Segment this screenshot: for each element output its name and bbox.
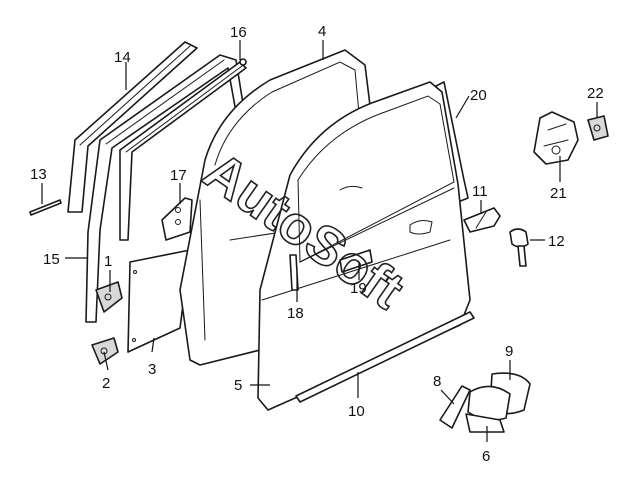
callout-22: 22	[587, 85, 604, 102]
callout-6: 6	[482, 448, 490, 465]
callout-10: 10	[348, 403, 365, 420]
part-11-outer-handle[interactable]	[463, 207, 501, 233]
callout-4: 4	[318, 23, 326, 40]
part-21-lock-actuator[interactable]	[533, 111, 579, 165]
callout-9: 9	[505, 343, 513, 360]
callout-2: 2	[102, 375, 110, 392]
callout-3: 3	[148, 361, 156, 378]
part-13-trim-strip[interactable]	[29, 199, 62, 216]
callout-16: 16	[230, 24, 247, 41]
callout-17: 17	[170, 167, 187, 184]
part-17-hinge-bracket[interactable]	[161, 197, 193, 241]
callout-15: 15	[43, 251, 60, 268]
part-3-door-panel[interactable]	[127, 249, 191, 353]
part-1-upper-hinge[interactable]	[95, 281, 123, 313]
callout-20: 20	[470, 87, 487, 104]
part-2-lower-hinge[interactable]	[91, 337, 119, 365]
part-8-mirror-bracket[interactable]	[439, 385, 471, 429]
leader-lines	[41, 40, 598, 442]
callout-5: 5	[234, 377, 242, 394]
part-19-inner-handle[interactable]	[339, 249, 373, 273]
part-12-lock-cylinder-key[interactable]	[509, 228, 529, 267]
callout-18: 18	[287, 305, 304, 322]
callout-14: 14	[114, 49, 131, 66]
callout-19: 19	[350, 280, 367, 297]
callout-8: 8	[433, 373, 441, 390]
callout-21: 21	[550, 185, 567, 202]
callout-13: 13	[30, 166, 47, 183]
part-18-inner-seal[interactable]	[289, 254, 299, 291]
part-10-lower-moulding[interactable]	[295, 311, 475, 403]
callout-11: 11	[472, 183, 488, 200]
part-16-inner-channel[interactable]	[119, 58, 247, 241]
callout-labels: 1 2 3 4 5 6 8 9 10 11 12 13 14 15 16 17 …	[30, 23, 604, 465]
part-22-striker[interactable]	[587, 115, 609, 141]
part-14-glass-run-channel[interactable]	[67, 41, 198, 213]
callout-12: 12	[548, 233, 565, 250]
callout-1: 1	[104, 253, 112, 270]
part-6-mirror-assembly[interactable]	[465, 385, 511, 433]
part-15-window-channel[interactable]	[85, 54, 245, 323]
